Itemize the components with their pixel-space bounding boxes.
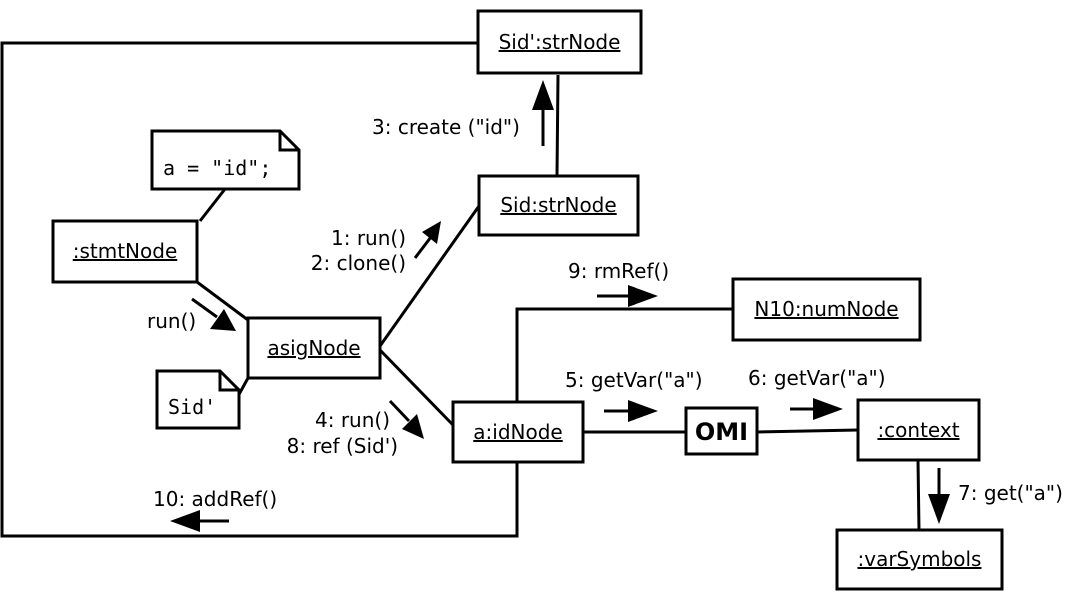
message-clone-2: 2: clone() [311,251,406,275]
arrow-run-ref [388,399,424,439]
arrow-getvar-idnode [604,400,658,422]
message-run-4: 4: run() [315,408,390,432]
message-addref-10: 10: addRef() [153,487,277,511]
object-num-label: N10:numNode [754,297,898,321]
object-sid-prime-label: Sid':strNode [499,30,621,54]
link-idnode-num [515,307,733,402]
note-sid-prime-text: Sid' [168,395,216,419]
message-get-7: 7: get("a") [958,481,1063,505]
object-varsym: :varSymbols [835,528,1004,591]
arrow-getvar-omi [790,398,843,420]
message-ref-8: 8: ref (Sid') [287,434,398,458]
object-num: N10:numNode [731,277,922,342]
object-omi-label: OMI [695,418,748,446]
object-sid-prime: Sid':strNode [476,9,643,75]
link-context-varsym [916,459,921,531]
message-run-1: 1: run() [331,226,406,250]
arrow-run-clone [413,221,441,259]
object-idnode-label: a:idNode [473,420,562,444]
arrow-create [532,80,554,146]
link-asig-idnode [378,348,455,427]
message-getvar-6: 6: getVar("a") [748,366,886,390]
object-context-label: :context [877,418,959,442]
object-stmt-label: :stmtNode [73,239,178,263]
object-sid: Sid:strNode [477,174,640,237]
link-addref-loop [0,41,519,538]
message-getvar-5: 5: getVar("a") [565,368,703,392]
note-sid-prime: Sid' [155,369,241,430]
arrow-addref [170,510,229,532]
link-note-stmt [198,188,227,222]
object-asig: asigNode [246,316,382,380]
message-rmref-9: 9: rmRef() [568,259,669,283]
link-asig-sid [378,205,481,347]
message-run: run() [147,309,196,333]
object-idnode: a:idNode [451,400,585,464]
object-varsym-label: :varSymbols [858,547,982,571]
arrow-get [928,468,950,524]
note-code-text: a = "id"; [163,156,271,180]
link-sid-sidprime [555,74,560,177]
link-stmt-asig [196,280,249,322]
object-stmt: :stmtNode [51,219,199,284]
object-omi: OMI [684,406,759,456]
link-omi-context [756,428,859,434]
arrow-run [191,297,236,331]
message-create: 3: create ("id") [372,115,520,139]
object-sid-label: Sid:strNode [500,193,616,217]
object-asig-label: asigNode [267,336,360,360]
arrow-rmref [597,285,658,307]
note-code: a = "id"; [150,129,301,191]
object-context: :context [856,398,981,462]
